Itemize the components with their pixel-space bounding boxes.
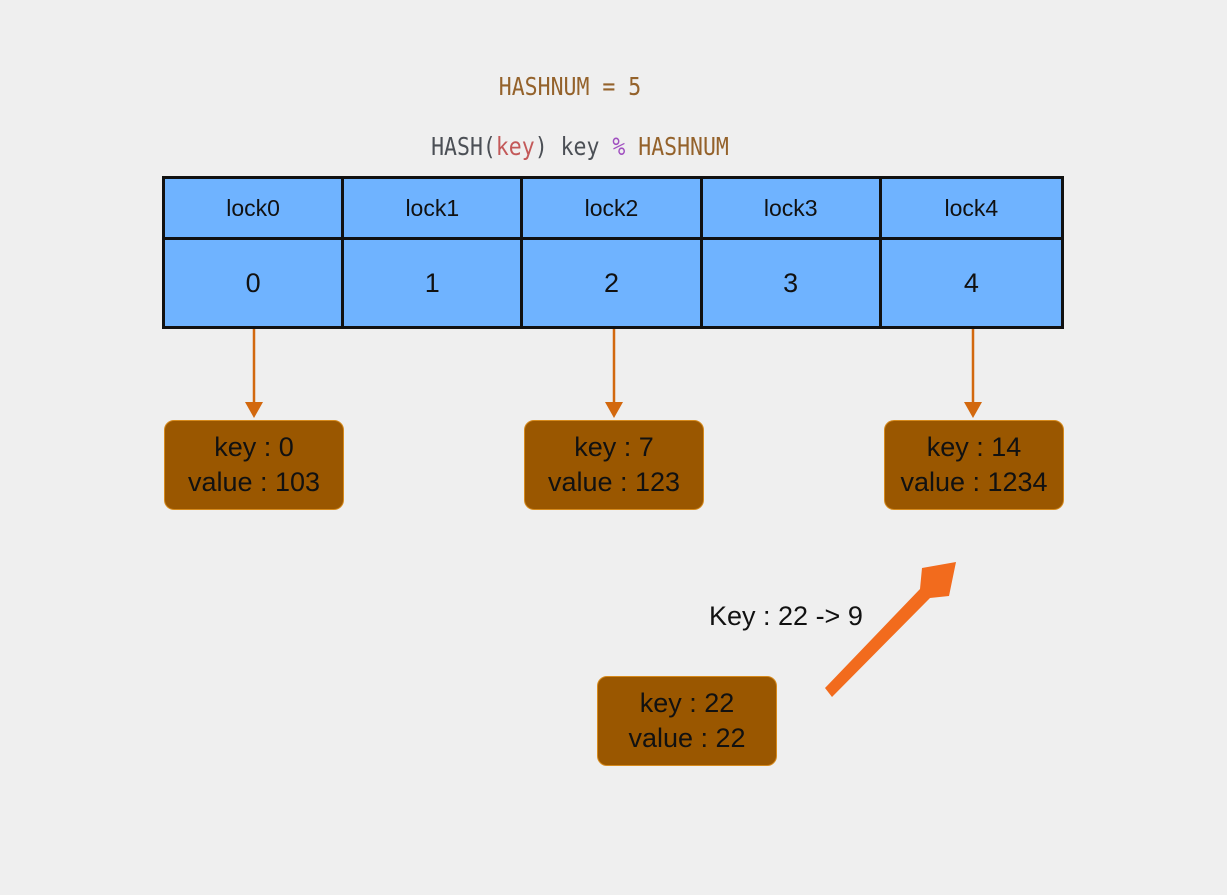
lock-table: lock0 lock1 lock2 lock3 lock4 0 1 2 3 4 (162, 176, 1064, 329)
hash-open-paren: ( (482, 132, 496, 161)
lock-name-cell: lock2 (523, 179, 703, 240)
new-entry-key: key : 22 (639, 688, 735, 718)
bucket-index-cell: 2 (523, 240, 703, 326)
insert-direction-arrow (825, 562, 956, 697)
entry-key: key : 7 (574, 432, 654, 462)
entry-value: value : 103 (187, 467, 321, 497)
lock-name-cell: lock0 (165, 179, 345, 240)
lock-name-cell: lock1 (344, 179, 524, 240)
bucket-index-cell: 0 (165, 240, 345, 326)
hash-param: key (495, 132, 535, 161)
entry-key: key : 0 (214, 432, 294, 462)
hash-body-key: key (547, 132, 613, 161)
bucket-pointer-arrow (605, 329, 623, 418)
entry-value: value : 1234 (900, 467, 1048, 497)
new-entry-value: value : 22 (628, 723, 746, 753)
hash-function-definition: HASH(key) key % HASHNUM (365, 132, 795, 161)
bucket-index-cell: 3 (703, 240, 882, 326)
entry-node: key : 0 value : 103 (164, 420, 344, 510)
bucket-pointer-arrow (964, 329, 982, 418)
entry-node: key : 7 value : 123 (524, 420, 704, 510)
hash-body-const: HASHNUM (625, 132, 729, 161)
entry-node: key : 14 value : 1234 (884, 420, 1064, 510)
bucket-index-cell: 4 (963, 267, 979, 298)
hash-close-paren: ) (534, 132, 548, 161)
bucket-pointer-arrow (245, 329, 263, 418)
lock-name-cell: lock3 (702, 179, 882, 240)
bucket-index-cell: 1 (344, 240, 524, 326)
hashnum-definition: HASHNUM = 5 (498, 72, 642, 101)
new-entry-node: key : 22 value : 22 (597, 676, 777, 766)
rehash-caption: Key : 22 -> 9 (709, 601, 863, 631)
modulo-operator: % (612, 132, 626, 161)
hash-function-name: HASH (431, 132, 483, 161)
entry-value: value : 123 (547, 467, 681, 497)
entry-key: key : 14 (926, 432, 1022, 462)
lock-name-cell: lock4 (881, 179, 1061, 240)
